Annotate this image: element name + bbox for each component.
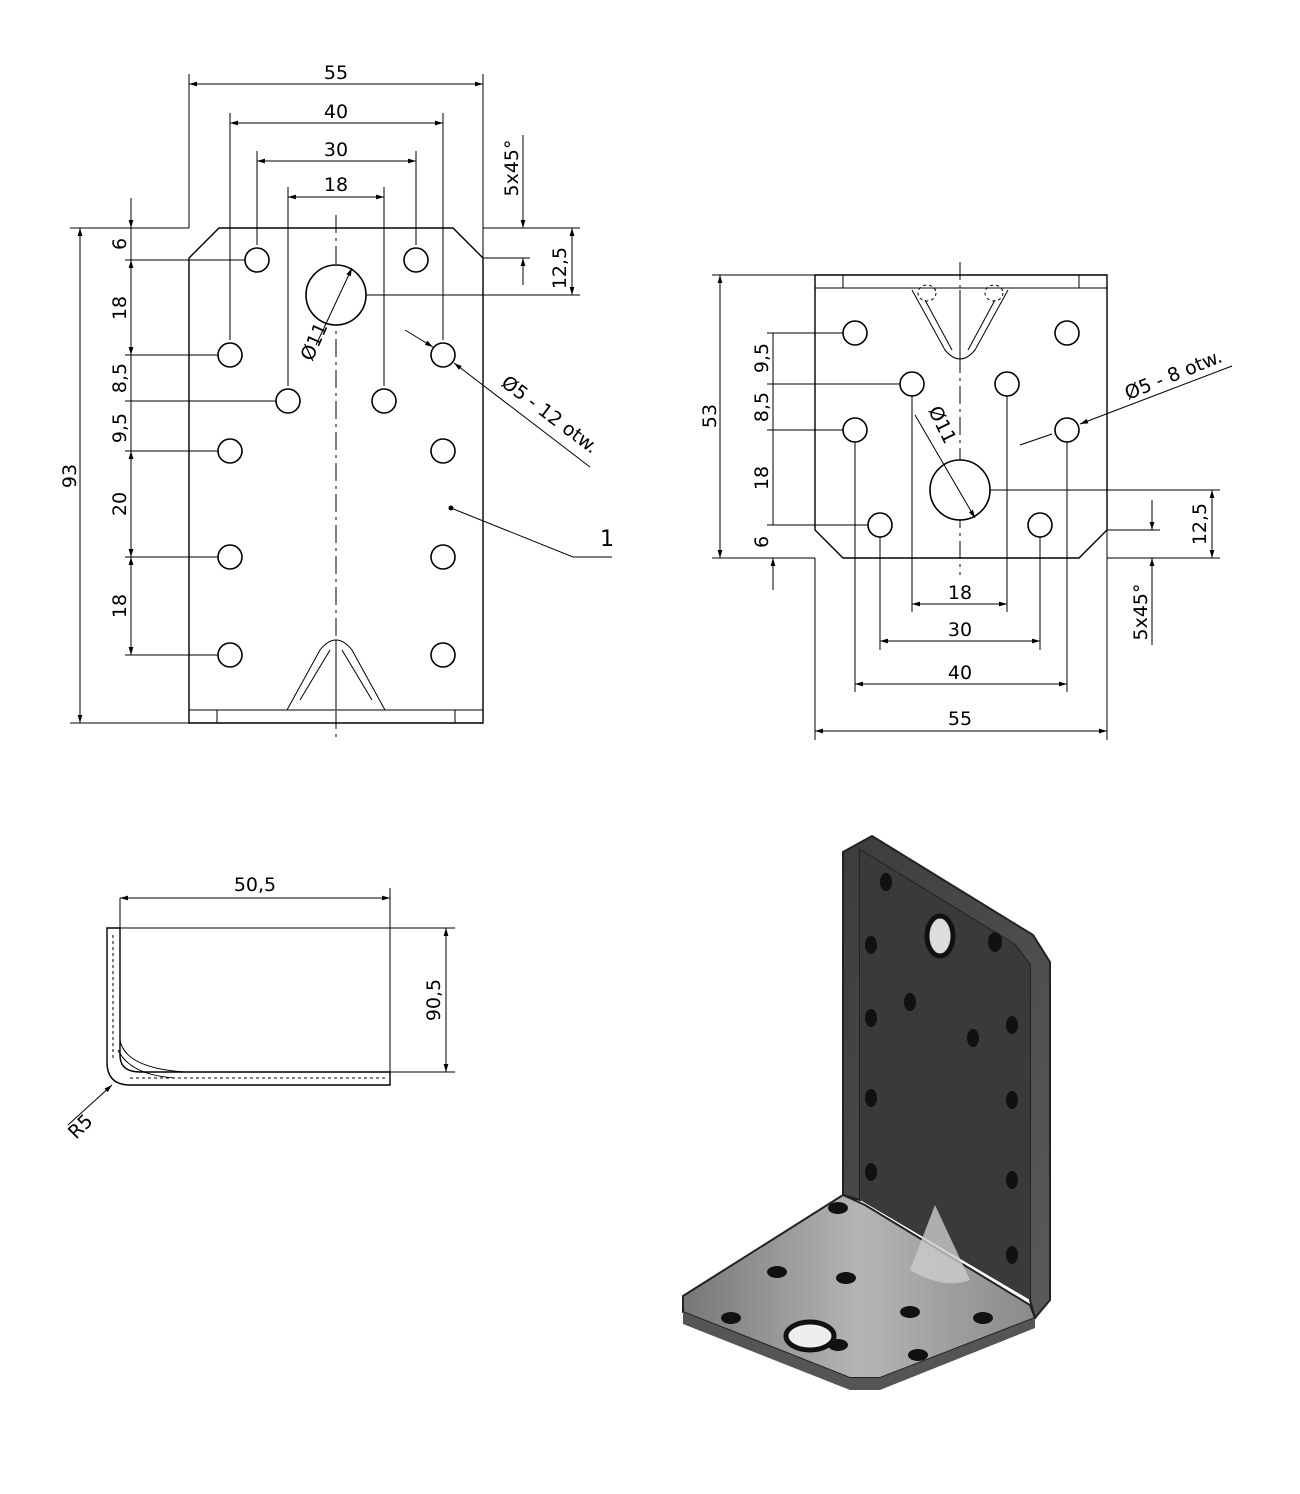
height-53: 53 [699,404,721,428]
small-holes-label: Ø5 - 8 otw. [1122,346,1226,405]
v-12-5: 12,5 [549,247,571,289]
dim-55: 55 [324,62,348,84]
plate-outline [814,274,1108,559]
dim-18: 18 [948,582,972,604]
v-20: 20 [109,492,131,516]
chamfer-label: 5x45° [501,139,523,196]
big-hole-label: Ø11 [296,319,332,364]
dim-40: 40 [324,101,348,123]
dim-30: 30 [324,139,348,161]
small-holes-label: Ø5 - 12 otw. [497,371,602,458]
v-18a: 18 [109,296,131,320]
side-view: 50,5 90,5 R5 [64,874,455,1144]
top-view: 53 9,5 8,5 18 6 18 30 40 55 12,5 5x45° Ø… [699,262,1233,740]
dim-40: 40 [948,662,972,684]
holes [721,873,1018,1361]
v-9-5: 9,5 [751,343,773,373]
big-hole-label: Ø11 [924,403,961,448]
v-12-5: 12,5 [1189,503,1211,545]
dim-18: 18 [324,174,348,196]
dim-55: 55 [948,708,972,730]
v-18: 18 [751,466,773,490]
height-90-5: 90,5 [423,979,445,1021]
radius-label: R5 [64,1110,97,1143]
plate-outline [188,227,484,724]
dim-30: 30 [948,619,972,641]
v-6: 6 [109,238,131,250]
v-6: 6 [751,536,773,548]
stiffener-rib [286,639,386,711]
height-93: 93 [59,464,81,488]
holes [842,320,1080,538]
v-8-5: 8,5 [751,392,773,422]
profile-outline [106,927,391,1086]
v-9-5: 9,5 [109,413,131,443]
chamfer-label: 5x45° [1130,583,1152,640]
holes [217,247,456,668]
bracket-3d-render [682,834,1051,1390]
v-8-5: 8,5 [109,363,131,393]
callout-1: 1 [600,527,614,552]
front-view: 55 40 30 18 6 18 8,5 9,5 20 18 93 12,5 5… [59,62,614,738]
width-50-5: 50,5 [234,874,276,896]
v-18b: 18 [109,594,131,618]
